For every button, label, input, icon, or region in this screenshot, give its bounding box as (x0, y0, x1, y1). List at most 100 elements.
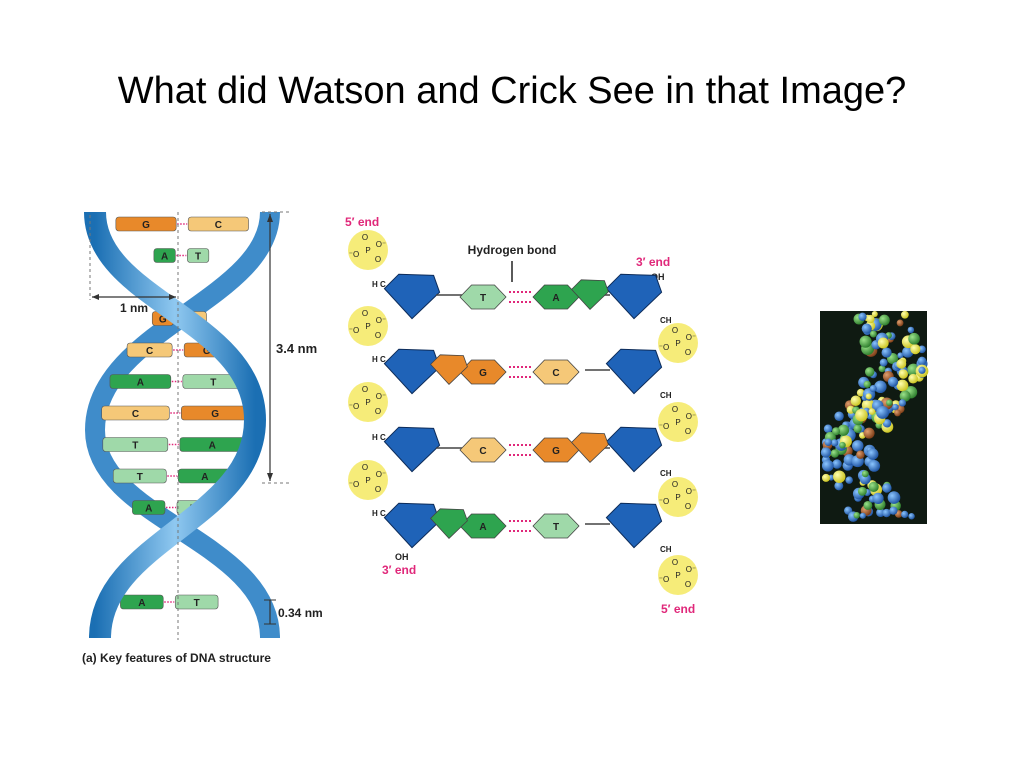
oxygen-minus: ⁻O (659, 497, 669, 506)
phosphorus-atom: P (675, 571, 680, 580)
helix-base-letter: T (195, 252, 201, 263)
ch-label: CH (660, 316, 672, 325)
model-atom (837, 424, 850, 436)
model-atom (876, 406, 890, 419)
model-atom (850, 395, 862, 406)
model-atom (869, 330, 877, 338)
model-atom (856, 450, 865, 459)
model-atom (858, 312, 867, 321)
model-atom (855, 408, 868, 422)
model-atom (820, 447, 832, 458)
model-atom (882, 483, 892, 493)
hydrogen-bond-label: Hydrogen bond (468, 243, 557, 257)
model-atom (861, 323, 872, 334)
base-ring (459, 359, 507, 385)
five-prime-top-label: 5′ end (345, 215, 379, 229)
helix-base-letter: T (132, 441, 138, 452)
helix-base-letter: G (203, 346, 211, 357)
ladder-base: C (532, 359, 580, 385)
model-atom (896, 358, 907, 369)
oxygen-atom: O (685, 427, 691, 436)
model-atom (887, 491, 901, 504)
oxygen-atom: O (685, 580, 691, 589)
oxygen-minus: ⁻O (659, 343, 669, 352)
model-atom (861, 470, 869, 478)
helix-base (101, 405, 170, 421)
model-atom (863, 427, 875, 439)
model-atom (882, 419, 892, 428)
model-atom (897, 352, 904, 359)
model-atom (845, 476, 853, 484)
helix-base (102, 437, 169, 452)
helix-base (120, 594, 164, 610)
phosphate-group: POO⁻OO⁻ (658, 402, 698, 442)
right-phosphates: POO⁻OO⁻POO⁻OO⁻POO⁻OO⁻POO⁻OO⁻ (658, 323, 698, 595)
oxygen-atom: O (375, 485, 381, 494)
phosphorus-atom: P (675, 493, 680, 502)
ladder-base: A (532, 279, 609, 310)
helix-base-letter: G (159, 315, 167, 326)
rise-label: 0.34 nm (278, 606, 323, 620)
model-atom (864, 367, 875, 377)
model-atom (877, 337, 889, 349)
model-atom (839, 441, 846, 449)
phosphate-halo (658, 477, 698, 517)
oxygen-atom: O (362, 309, 368, 318)
phosphate-group: POO⁻OO⁻ (348, 460, 388, 500)
phosphate-halo (348, 306, 388, 346)
phosphate-halo (658, 323, 698, 363)
model-atom (918, 366, 926, 374)
model-atom (834, 481, 844, 491)
base-ring (532, 359, 580, 385)
model-atom (889, 506, 898, 515)
left-sugar (383, 426, 441, 473)
right-sugar (605, 273, 663, 320)
model-atom (863, 500, 873, 510)
oxygen-minus: O⁻ (686, 565, 696, 574)
helix-base-letter: A (138, 598, 145, 609)
model-atom (908, 513, 915, 520)
model-atom (859, 512, 866, 519)
phosphate-group: POO⁻OO⁻ (348, 382, 388, 422)
oxygen-atom: O (672, 558, 678, 567)
hc-label: H C (372, 355, 386, 364)
model-atom (878, 314, 890, 326)
helix-base-letter: T (194, 598, 200, 609)
helix-base (109, 374, 172, 389)
right-sugar (605, 426, 663, 473)
three-prime-top-label: 3′ end (636, 255, 670, 269)
oxygen-minus: O⁻ (376, 470, 386, 479)
model-atom (887, 376, 899, 387)
model-atom (881, 347, 892, 358)
hc-label: H C (372, 280, 386, 289)
oxygen-atom: O (362, 463, 368, 472)
model-atom (872, 492, 884, 504)
left-phosphates: POO⁻OO⁻POO⁻OO⁻POO⁻OO⁻POO⁻OO⁻ (348, 230, 388, 500)
oxygen-minus: ⁻O (349, 402, 359, 411)
ladder-base-letter: T (553, 522, 559, 533)
helix-base-letter: T (210, 378, 216, 389)
helix-base-letter: T (137, 472, 143, 483)
helix-base (174, 594, 219, 610)
ladder-base: C (459, 437, 507, 463)
oxygen-atom: O (375, 255, 381, 264)
oxygen-atom: O (362, 233, 368, 242)
width-label: 1 nm (120, 301, 148, 315)
hc-label: H C (372, 433, 386, 442)
model-atom (851, 440, 864, 452)
model-atom (857, 486, 867, 496)
helix-base-letter: A (145, 504, 152, 515)
base-ring-five (571, 279, 609, 310)
phosphate-halo (348, 460, 388, 500)
model-atom (918, 345, 926, 354)
model-atom (865, 393, 872, 400)
model-atom (917, 356, 927, 366)
oxygen-atom: O (375, 331, 381, 340)
ladder-base: T (459, 284, 507, 310)
model-atom (899, 390, 911, 402)
